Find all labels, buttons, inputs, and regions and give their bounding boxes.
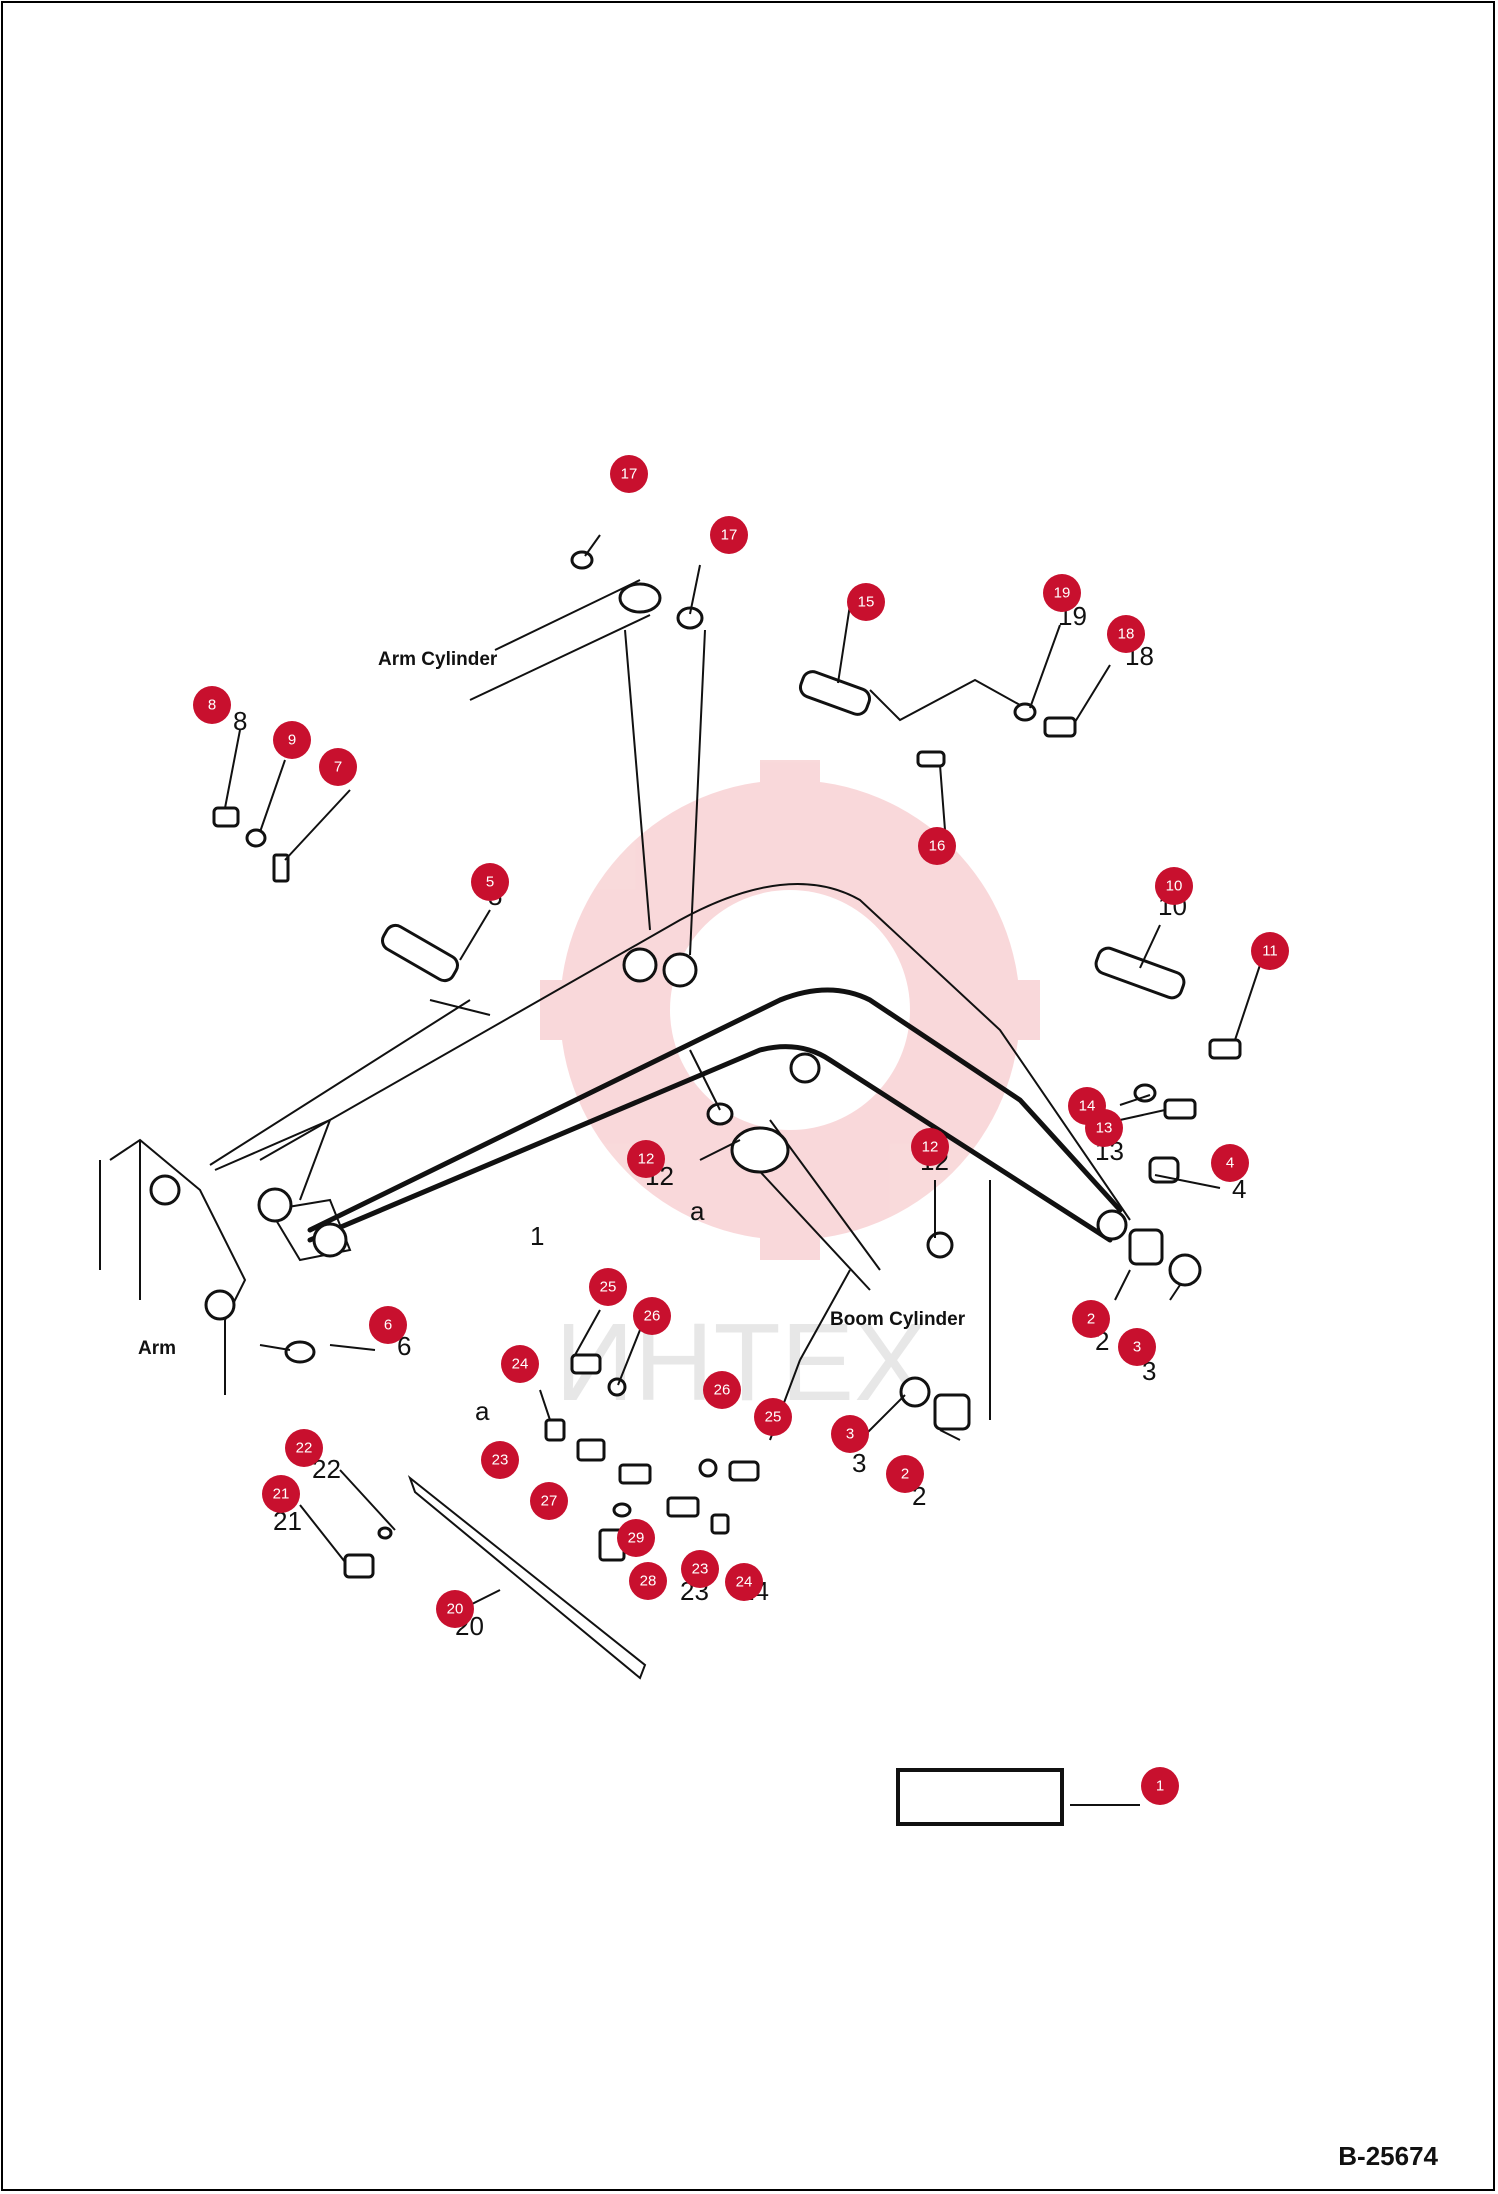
callout-bubble[interactable]: 3 — [831, 1415, 869, 1453]
svg-text:25: 25 — [765, 1409, 782, 1426]
svg-text:29: 29 — [628, 1530, 645, 1547]
callout-bubble[interactable]: 10 — [1155, 867, 1193, 905]
callout-bubble[interactable]: 20 — [436, 1590, 474, 1628]
callout-bubble[interactable]: 26 — [633, 1297, 671, 1335]
boom-cylinder: Boom Cylinder — [730, 1119, 966, 1330]
svg-text:2: 2 — [1087, 1311, 1095, 1328]
svg-text:11: 11 — [1262, 943, 1278, 960]
callout-bubbles: 17 17 15 19 18 8 9 7 16 5 10 11 14 13 4 … — [193, 455, 1289, 1805]
svg-text:27: 27 — [541, 1493, 558, 1510]
pins-and-hardware — [212, 550, 1242, 1680]
callout-bubble[interactable]: 21 — [262, 1475, 300, 1513]
callout-bubble[interactable]: 9 — [273, 721, 311, 759]
callout-bubble[interactable]: 28 — [629, 1562, 667, 1600]
callout-bubble[interactable]: 6 — [369, 1306, 407, 1344]
svg-text:3: 3 — [846, 1426, 854, 1443]
svg-text:14: 14 — [1079, 1098, 1096, 1115]
svg-text:10: 10 — [1166, 878, 1183, 895]
svg-text:9: 9 — [288, 732, 296, 749]
arm-part: Arm — [99, 1138, 247, 1395]
boom-cylinder-caption: Boom Cylinder — [830, 1309, 966, 1330]
svg-text:5: 5 — [486, 874, 494, 891]
reference-box — [896, 1768, 1064, 1826]
svg-text:25: 25 — [600, 1279, 617, 1296]
svg-text:23: 23 — [492, 1452, 509, 1469]
callout-bubble[interactable]: 27 — [530, 1482, 568, 1520]
watermark-text: ИНТЕХ — [555, 1301, 927, 1424]
callout-bubble[interactable]: 29 — [617, 1519, 655, 1557]
section-marker-a: a — [690, 1196, 705, 1226]
boom-body — [214, 883, 1131, 1262]
svg-text:1: 1 — [1156, 1778, 1164, 1795]
svg-text:18: 18 — [1118, 626, 1135, 643]
callout-bubble[interactable]: 17 — [710, 516, 748, 554]
callout-bubble[interactable]: 24 — [501, 1345, 539, 1383]
svg-text:21: 21 — [273, 1486, 290, 1503]
svg-text:7: 7 — [334, 759, 342, 776]
callout-bubble[interactable]: 23 — [481, 1441, 519, 1479]
callout-bubble[interactable]: 17 — [610, 455, 648, 493]
svg-text:4: 4 — [1226, 1155, 1234, 1172]
arm-cylinder-caption: Arm Cylinder — [378, 649, 498, 670]
callout-bubble[interactable]: 25 — [589, 1268, 627, 1306]
svg-text:6: 6 — [384, 1317, 392, 1334]
svg-text:2: 2 — [901, 1466, 909, 1483]
callout-bubble[interactable]: 16 — [918, 827, 956, 865]
arm-caption: Arm — [138, 1338, 176, 1359]
section-marker-a: a — [475, 1396, 490, 1426]
svg-text:8: 8 — [208, 697, 216, 714]
callout-bubble[interactable]: 7 — [319, 748, 357, 786]
svg-text:3: 3 — [1133, 1339, 1141, 1356]
callout-bubble[interactable]: 25 — [754, 1398, 792, 1436]
printed-number: 3 — [852, 1448, 866, 1478]
arm-cylinder: Arm Cylinder — [378, 579, 662, 701]
printed-number: 8 — [233, 706, 247, 736]
svg-text:24: 24 — [736, 1574, 753, 1591]
document-code: B-25674 — [1338, 2141, 1438, 2171]
svg-text:23: 23 — [692, 1561, 709, 1578]
svg-text:24: 24 — [512, 1356, 529, 1373]
svg-text:22: 22 — [296, 1440, 313, 1457]
svg-text:17: 17 — [621, 466, 638, 483]
callout-bubble[interactable]: 12 — [911, 1128, 949, 1166]
svg-text:16: 16 — [929, 838, 946, 855]
callout-bubble[interactable]: 15 — [847, 583, 885, 621]
svg-text:15: 15 — [858, 594, 875, 611]
svg-text:28: 28 — [640, 1573, 657, 1590]
callout-bubble[interactable]: 3 — [1118, 1328, 1156, 1366]
callout-bubble[interactable]: 12 — [627, 1140, 665, 1178]
svg-text:20: 20 — [447, 1601, 464, 1618]
callout-bubble[interactable]: 13 — [1085, 1109, 1123, 1147]
callout-bubble[interactable]: 24 — [725, 1563, 763, 1601]
svg-text:12: 12 — [638, 1151, 655, 1168]
printed-number: 1 — [530, 1221, 544, 1251]
svg-text:12: 12 — [922, 1139, 939, 1156]
svg-text:26: 26 — [714, 1382, 731, 1399]
callout-bubble[interactable]: 2 — [886, 1455, 924, 1493]
callout-bubble[interactable]: 11 — [1251, 932, 1289, 970]
callout-bubble[interactable]: 26 — [703, 1371, 741, 1409]
svg-text:17: 17 — [721, 527, 738, 544]
callout-bubble[interactable]: 1 — [1141, 1767, 1179, 1805]
callout-bubble[interactable]: 18 — [1107, 615, 1145, 653]
callout-bubble[interactable]: 8 — [193, 686, 231, 724]
svg-text:13: 13 — [1096, 1120, 1113, 1137]
watermark-gear-icon — [540, 760, 1040, 1260]
callout-bubble[interactable]: 4 — [1211, 1144, 1249, 1182]
callout-bubble[interactable]: 2 — [1072, 1300, 1110, 1338]
leader-lines — [209, 534, 1261, 1806]
printed-number: 4 — [1232, 1174, 1246, 1204]
callout-bubble[interactable]: 23 — [681, 1550, 719, 1588]
callout-bubble[interactable]: 22 — [285, 1429, 323, 1467]
svg-text:19: 19 — [1054, 585, 1071, 602]
callout-bubble[interactable]: 19 — [1043, 574, 1081, 612]
callout-bubble[interactable]: 5 — [471, 863, 509, 901]
svg-text:26: 26 — [644, 1308, 661, 1325]
